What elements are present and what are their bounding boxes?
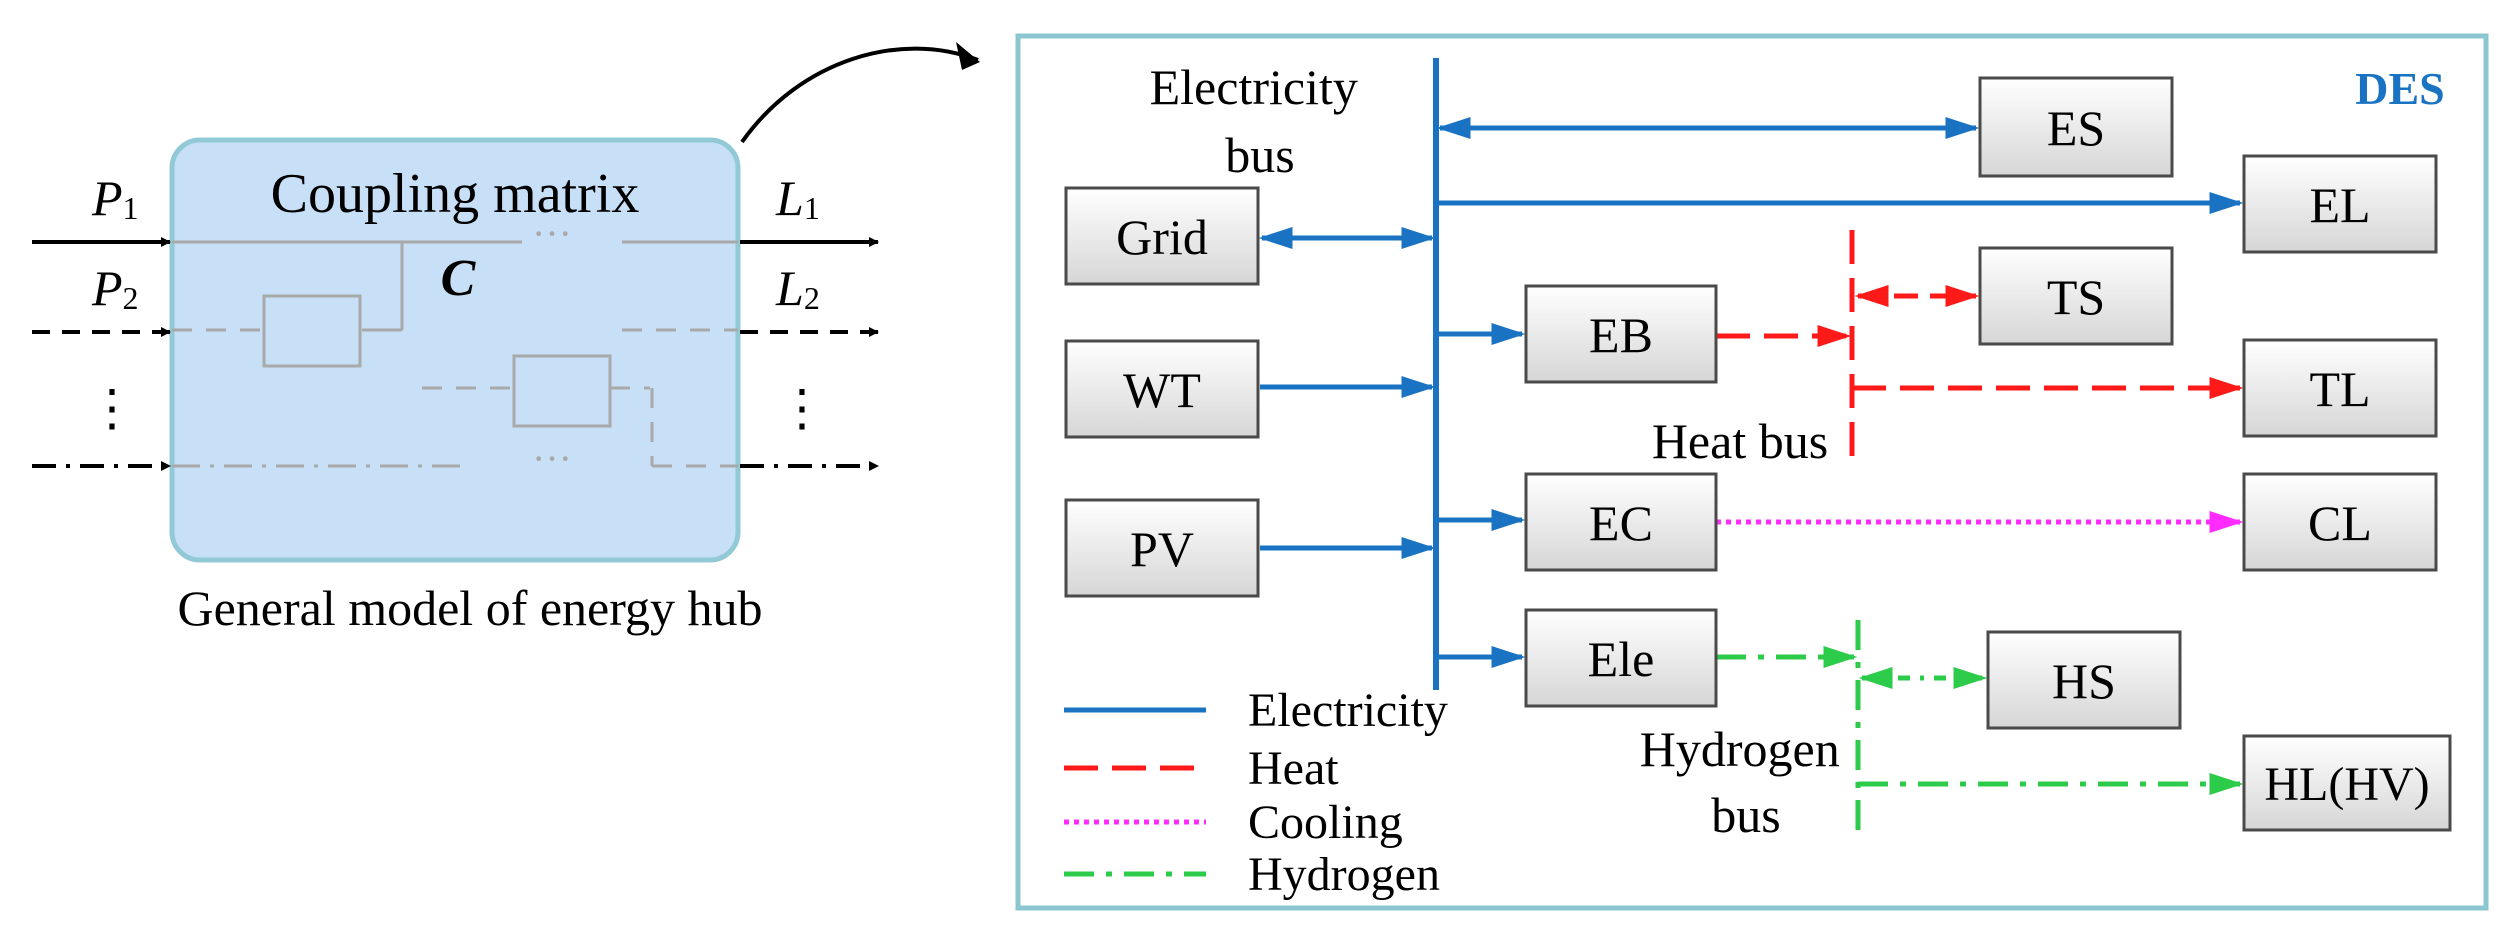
svg-text:TS: TS — [2047, 269, 2105, 325]
hub-to-des-arrowhead — [956, 42, 980, 70]
hs-box: HS — [1986, 630, 2182, 730]
hub-ellipsis-top: ··· — [532, 211, 572, 256]
hub-caption: General model of energy hub — [178, 580, 763, 636]
input-label-p2: P2 — [91, 260, 139, 316]
ts-box: TS — [1978, 246, 2174, 346]
legend-label-cooling: Cooling — [1248, 796, 1403, 849]
output-ellipsis: ⋮ — [777, 380, 827, 436]
hub-output-arrows — [740, 237, 879, 471]
svg-text:EC: EC — [1589, 495, 1653, 551]
hl-box: HL(HV) — [2242, 734, 2452, 832]
svg-text:EB: EB — [1589, 307, 1653, 363]
svg-text:Grid: Grid — [1116, 209, 1208, 265]
svg-text:HS: HS — [2052, 653, 2116, 709]
des-panel — [1015, 33, 2489, 911]
des-title: DES — [2355, 63, 2444, 114]
legend-label-hydrogen: Hydrogen — [1248, 848, 1440, 901]
hub-input-arrows — [32, 237, 171, 471]
svg-text:PV: PV — [1130, 521, 1194, 577]
svg-text:Ele: Ele — [1588, 631, 1655, 687]
electricity-flows — [1258, 117, 2244, 668]
hub-converter-2 — [512, 354, 612, 428]
legend-item-cooling: Cooling — [1064, 796, 1403, 849]
legend-item-electricity: Electricity — [1064, 684, 1448, 737]
svg-text:WT: WT — [1123, 362, 1201, 418]
svg-text:HL(HV): HL(HV) — [2264, 758, 2429, 811]
hub-body — [169, 137, 741, 563]
eb-box: EB — [1524, 284, 1718, 384]
hub-internal-wiring — [172, 240, 738, 468]
cl-box: CL — [2242, 472, 2438, 572]
hub-ellipsis-bottom: ··· — [532, 436, 572, 481]
legend-item-heat: Heat — [1064, 742, 1339, 795]
ec-box: EC — [1524, 472, 1718, 572]
tl-box: TL — [2242, 338, 2438, 438]
hub-title: Coupling matrix — [271, 163, 640, 225]
svg-text:TL: TL — [2309, 361, 2370, 417]
wt-box: WT — [1064, 339, 1260, 439]
hub-converter-1 — [262, 294, 362, 368]
svg-text:CL: CL — [2308, 495, 2372, 551]
coupling-matrix-symbol: C — [441, 250, 477, 307]
electricity-bus-label: Electricity bus — [1150, 59, 1371, 183]
output-label-l1: L1 — [775, 170, 820, 226]
grid-box: Grid — [1064, 186, 1260, 286]
legend: Electricity Heat Cooling Hydrogen — [1064, 684, 1448, 901]
hydrogen-flows — [1716, 620, 2244, 840]
output-label-l2: L2 — [775, 260, 820, 316]
legend-label-electricity: Electricity — [1248, 684, 1448, 737]
svg-text:ES: ES — [2047, 100, 2105, 156]
legend-label-heat: Heat — [1248, 742, 1339, 795]
heat-bus-label: Heat bus — [1652, 413, 1828, 469]
input-ellipsis: ⋮ — [87, 380, 137, 436]
ele-box: Ele — [1524, 608, 1718, 708]
es-box: ES — [1978, 76, 2174, 178]
hydrogen-bus-label: Hydrogen bus — [1640, 721, 1852, 843]
legend-item-hydrogen: Hydrogen — [1064, 848, 1440, 901]
device-boxes: Grid WT PV EB EC Ele ES EL — [1064, 76, 2452, 832]
el-box: EL — [2242, 154, 2438, 254]
input-label-p1: P1 — [91, 170, 139, 226]
heat-flows — [1716, 230, 2244, 460]
hub-to-des-arrow — [740, 46, 979, 144]
svg-text:EL: EL — [2309, 177, 2370, 233]
pv-box: PV — [1064, 498, 1260, 598]
energy-hub-model: Coupling matrix ··· ··· C — [32, 42, 980, 636]
